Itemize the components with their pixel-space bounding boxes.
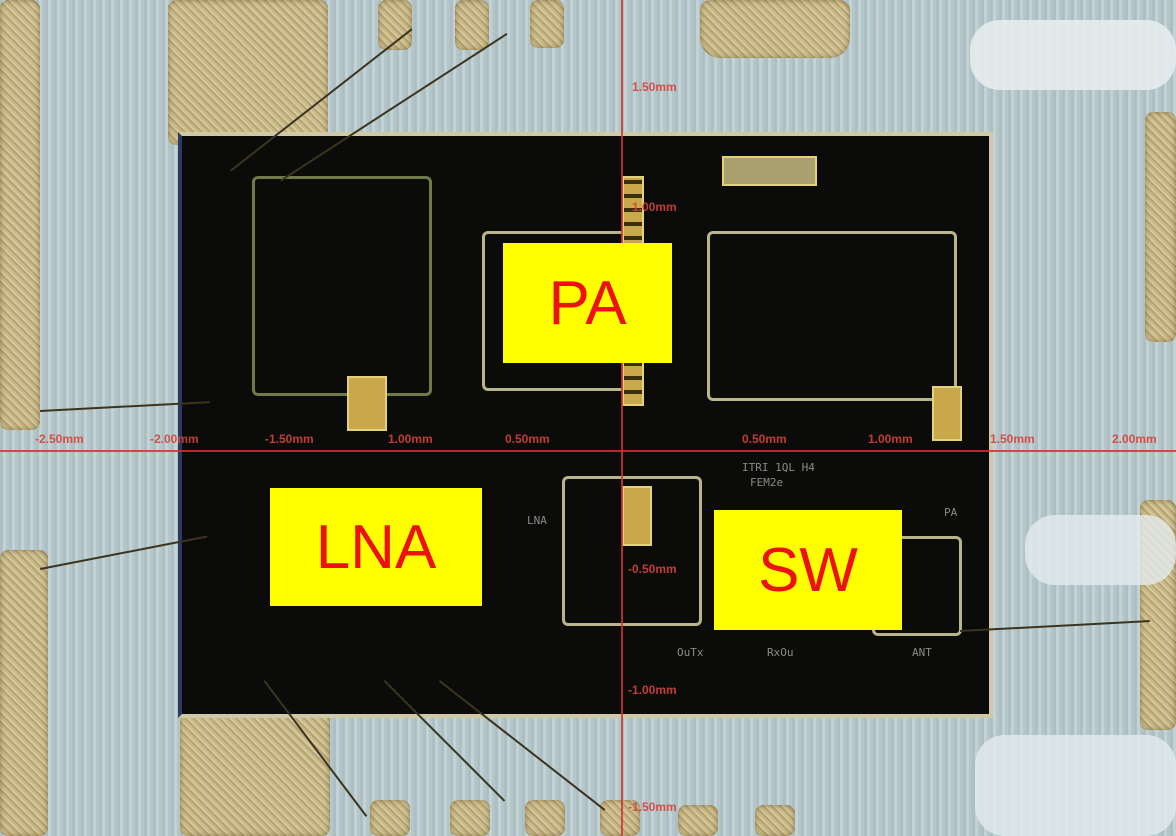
- ruler-tick-label: 1.50mm: [990, 432, 1035, 446]
- label-pa: PA: [503, 243, 672, 363]
- bond-pad-bottom-1: [370, 800, 410, 836]
- glare: [975, 735, 1176, 836]
- ruler-tick-label: -2.50mm: [35, 432, 84, 446]
- bond-pad-bottom-5: [678, 805, 718, 836]
- bond-pad-bottom-6: [755, 805, 795, 836]
- chip-ant-text: ANT: [912, 646, 932, 659]
- ruler-horizontal: [0, 450, 1176, 452]
- trace: [252, 176, 432, 396]
- ruler-tick-label: 0.50mm: [505, 432, 550, 446]
- glare: [970, 20, 1176, 90]
- ruler-tick-label: -2.00mm: [150, 432, 199, 446]
- label-lna: LNA: [270, 488, 482, 606]
- bond-pad-top-4: [700, 0, 850, 58]
- label-sw: SW: [714, 510, 902, 630]
- trace: [562, 476, 702, 626]
- chip-pa-text: PA: [944, 506, 958, 519]
- ruler-tick-label: 0.50mm: [742, 432, 787, 446]
- chip-die: ITRI 1QL H4 FEM2e LNA PA OuTx RxOu ANT: [178, 132, 993, 718]
- ruler-tick-label: -1.50mm: [628, 800, 677, 814]
- ruler-tick-label: -1.00mm: [628, 683, 677, 697]
- pad: [722, 156, 817, 186]
- ruler-tick-label: 1.00mm: [388, 432, 433, 446]
- glare: [1025, 515, 1176, 585]
- capacitor: [932, 386, 962, 441]
- capacitor: [347, 376, 387, 431]
- bond-pad-right-1: [1145, 112, 1176, 342]
- bond-pad-left-top: [0, 0, 40, 430]
- bond-pad-bottom-2: [450, 800, 490, 836]
- bond-pad-bottomleft: [180, 710, 330, 836]
- chip-lna-text: LNA: [527, 514, 547, 527]
- bond-pad-topleft: [168, 0, 328, 145]
- ruler-tick-label: 1.00mm: [868, 432, 913, 446]
- ruler-tick-label: 1.50mm: [632, 80, 677, 94]
- bond-pad-top-2: [455, 0, 489, 50]
- ruler-tick-label: 1.00mm: [632, 200, 677, 214]
- ruler-tick-label: -1.50mm: [265, 432, 314, 446]
- bond-pad-bottom-4: [600, 800, 640, 836]
- ruler-vertical: [621, 0, 623, 836]
- capacitor: [622, 486, 652, 546]
- chip-rx-text: RxOu: [767, 646, 794, 659]
- trace: [707, 231, 957, 401]
- ruler-tick-label: 2.00mm: [1112, 432, 1157, 446]
- ruler-tick-label: -0.50mm: [628, 562, 677, 576]
- bond-pad-bottom-3: [525, 800, 565, 836]
- chip-tx-text: OuTx: [677, 646, 704, 659]
- chip-name-text: FEM2e: [750, 476, 784, 489]
- bond-pad-left-bottom: [0, 550, 48, 836]
- bond-pad-top-3: [530, 0, 564, 48]
- chip-id-text: ITRI 1QL H4: [742, 461, 815, 474]
